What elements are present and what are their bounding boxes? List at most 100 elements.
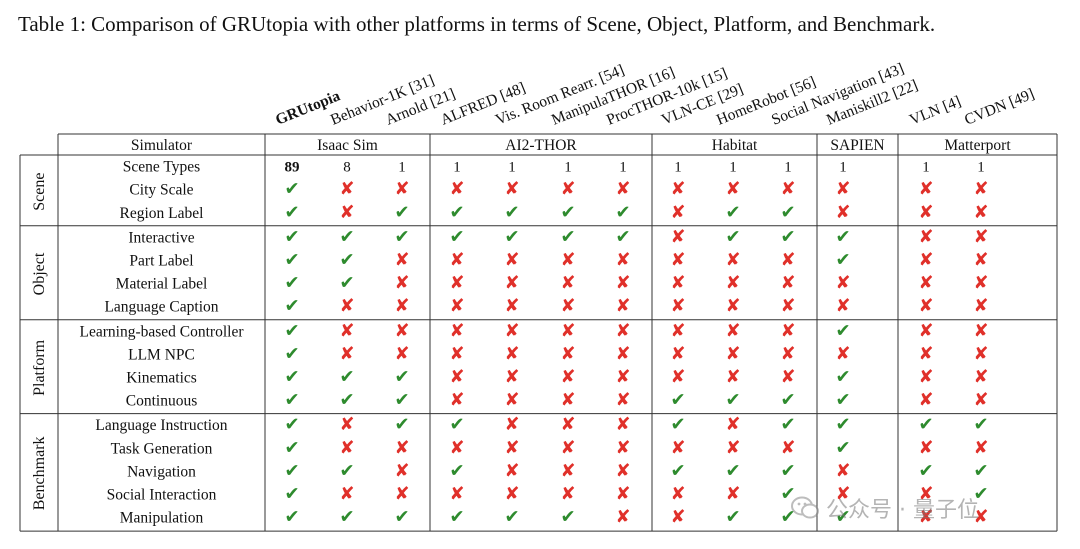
cross-icon: ✘ [339,483,354,504]
category-label: Scene [31,173,48,211]
check-icon: ✔ [284,507,299,528]
check-icon: ✔ [670,460,685,481]
check-icon: ✔ [973,414,988,435]
table-cell: 1 [729,160,737,176]
cross-icon: ✘ [394,437,409,458]
cross-icon: ✘ [560,390,575,411]
cross-icon: ✘ [504,414,519,435]
row-label: Scene Types [123,159,200,176]
watermark-text: 公众号 · 量子位 [826,498,979,523]
cross-icon: ✘ [449,249,464,270]
check-icon: ✔ [835,437,850,458]
cross-icon: ✘ [670,249,685,270]
check-icon: ✔ [339,249,354,270]
cross-icon: ✘ [560,179,575,200]
cross-icon: ✘ [560,483,575,504]
cross-icon: ✘ [504,390,519,411]
check-icon: ✔ [780,414,795,435]
check-icon: ✔ [449,507,464,528]
check-icon: ✔ [725,226,740,247]
check-icon: ✔ [394,507,409,528]
cross-icon: ✘ [835,273,850,294]
check-icon: ✔ [560,226,575,247]
cross-icon: ✘ [835,483,850,504]
cross-icon: ✘ [560,273,575,294]
row-label: LLM NPC [128,346,195,363]
row-label: Continuous [126,393,197,410]
check-icon: ✔ [504,226,519,247]
check-icon: ✔ [449,414,464,435]
check-icon: ✔ [835,249,850,270]
check-icon: ✔ [284,366,299,387]
check-icon: ✔ [394,366,409,387]
table-cell: 1 [619,160,627,176]
check-icon: ✔ [670,414,685,435]
cross-icon: ✘ [973,507,988,528]
table-cell: 89 [285,160,300,176]
cross-icon: ✘ [504,273,519,294]
cross-icon: ✘ [725,437,740,458]
cross-icon: ✘ [780,320,795,341]
cross-icon: ✘ [449,179,464,200]
cross-icon: ✘ [339,414,354,435]
check-icon: ✔ [835,226,850,247]
table-cell: 1 [977,160,985,176]
cross-icon: ✘ [339,296,354,317]
cross-icon: ✘ [615,320,630,341]
check-icon: ✔ [284,249,299,270]
check-icon: ✔ [780,483,795,504]
row-label: Part Label [129,252,193,269]
check-icon: ✔ [560,507,575,528]
cross-icon: ✘ [560,343,575,364]
check-icon: ✔ [339,507,354,528]
cross-icon: ✘ [504,249,519,270]
category-label: Object [31,252,48,295]
cross-icon: ✘ [725,483,740,504]
check-icon: ✔ [284,414,299,435]
table-cell: 1 [564,160,572,176]
cross-icon: ✘ [615,507,630,528]
check-icon: ✔ [339,390,354,411]
cross-icon: ✘ [615,483,630,504]
cross-icon: ✘ [449,273,464,294]
cross-icon: ✘ [725,249,740,270]
check-icon: ✔ [835,366,850,387]
check-icon: ✔ [394,390,409,411]
cross-icon: ✘ [670,366,685,387]
cross-icon: ✘ [615,460,630,481]
cross-icon: ✘ [780,249,795,270]
table-cell: 1 [674,160,682,176]
check-icon: ✔ [780,202,795,223]
cross-icon: ✘ [918,226,933,247]
row-label: Learning-based Controller [80,323,245,340]
table-cell: 1 [922,160,930,176]
category-label: Benchmark [31,436,48,510]
cross-icon: ✘ [504,366,519,387]
cross-icon: ✘ [835,179,850,200]
check-icon: ✔ [835,390,850,411]
cross-icon: ✘ [670,343,685,364]
simulator-name: Habitat [712,137,758,154]
check-icon: ✔ [973,460,988,481]
cross-icon: ✘ [560,366,575,387]
table-caption: Table 1: Comparison of GRUtopia with oth… [18,12,936,36]
cross-icon: ✘ [918,296,933,317]
cross-icon: ✘ [780,437,795,458]
cross-icon: ✘ [918,483,933,504]
check-icon: ✔ [780,226,795,247]
cross-icon: ✘ [725,179,740,200]
check-icon: ✔ [918,414,933,435]
cross-icon: ✘ [615,414,630,435]
check-icon: ✔ [780,460,795,481]
cross-icon: ✘ [560,437,575,458]
check-icon: ✔ [284,202,299,223]
table-cell: 1 [453,160,461,176]
check-icon: ✔ [918,460,933,481]
cross-icon: ✘ [973,179,988,200]
cross-icon: ✘ [394,460,409,481]
cross-icon: ✘ [918,202,933,223]
cross-icon: ✘ [615,179,630,200]
check-icon: ✔ [284,343,299,364]
cross-icon: ✘ [339,343,354,364]
